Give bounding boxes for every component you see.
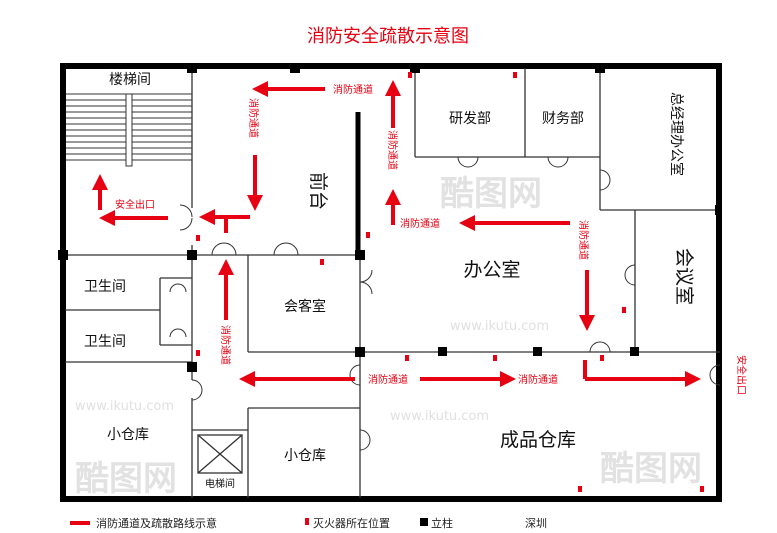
route-label: 消防通道 [368, 373, 408, 386]
room-warehouse: 成品仓库 [500, 429, 576, 451]
route-label-vertical: 消防通道 [577, 220, 590, 260]
room-guest: 会客室 [284, 298, 326, 315]
watermark-url: www.ikutu.com [390, 409, 489, 424]
watermark-logo: 酷图网 [75, 459, 177, 499]
legend-extinguisher: 灭火器所在位置 [313, 516, 390, 530]
room-stairwell: 楼梯间 [109, 72, 151, 88]
room-meeting: 会议室 [673, 248, 695, 305]
route-label: 消防通道 [333, 83, 373, 96]
extinguisher-icons [196, 72, 704, 492]
room-storage-mid: 小仓库 [284, 448, 326, 464]
route-label-vertical: 消防通道 [386, 130, 399, 170]
stairs [66, 93, 192, 167]
route-label: 消防通道 [400, 217, 440, 230]
safety-exit-label: 安全出口 [115, 198, 155, 211]
legend-pillar: 立柱 [431, 516, 453, 530]
room-rd: 研发部 [449, 111, 491, 127]
watermark: 酷图网 酷图网 酷图网 www.ikutu.com www.ikutu.com … [75, 174, 702, 499]
pillars [58, 66, 722, 372]
watermark-logo: 酷图网 [600, 449, 702, 489]
route-label: 消防通道 [518, 373, 558, 386]
watermark-url: www.ikutu.com [75, 399, 174, 414]
route-label-vertical: 消防通道 [247, 98, 260, 138]
plan-title: 消防安全疏散示意图 [307, 26, 469, 47]
room-reception: 前台 [307, 172, 329, 210]
legend: 消防通道及疏散路线示意 灭火器所在位置 立柱 深圳 [70, 516, 547, 530]
pillar-icon [420, 518, 428, 526]
watermark-logo: 酷图网 [440, 174, 542, 214]
room-finance: 财务部 [542, 111, 584, 127]
extinguisher-icon [305, 518, 309, 525]
elevator-box [197, 434, 243, 474]
evacuation-routes [92, 80, 701, 387]
interior-walls [65, 68, 720, 498]
room-gm-office: 总经理办公室 [668, 92, 685, 176]
room-elevator: 电梯间 [205, 477, 235, 490]
outer-wall [60, 63, 722, 502]
watermark-url: www.ikutu.com [450, 319, 549, 334]
room-toilet-1: 卫生间 [84, 279, 126, 295]
doors [169, 156, 721, 451]
room-toilet-2: 卫生间 [84, 334, 126, 350]
legend-company: 深圳 [525, 517, 547, 530]
safety-exit-label-right: 安全出口 [735, 355, 748, 395]
room-office: 办公室 [463, 259, 520, 281]
legend-route: 消防通道及疏散路线示意 [96, 516, 217, 530]
room-storage-left: 小仓库 [107, 427, 149, 443]
route-label-vertical: 消防通道 [219, 325, 232, 365]
